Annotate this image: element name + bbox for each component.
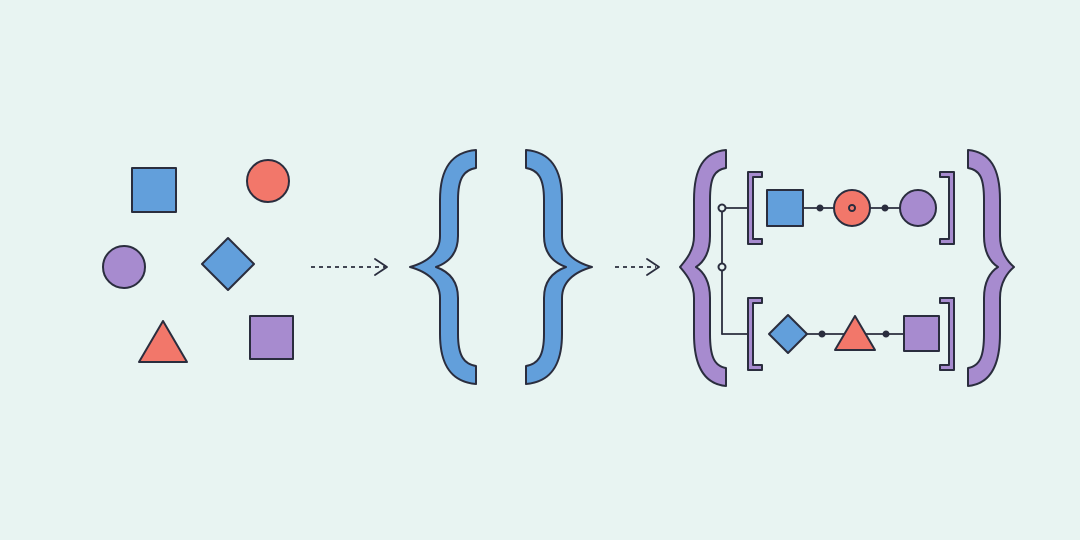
purple-circle-shape	[899, 189, 937, 227]
red-circle-shape	[246, 159, 290, 203]
organized-container-group	[679, 149, 1015, 387]
group-2	[747, 297, 955, 371]
red-triangle-shape	[138, 320, 188, 363]
blue-square-shape	[131, 167, 177, 213]
blue-diamond-shape	[201, 237, 255, 291]
connector-node-dot	[717, 203, 727, 213]
group-2-left-bracket-icon	[747, 297, 763, 371]
outer-right-curly-brace-icon	[967, 149, 1015, 387]
left-curly-brace-icon	[409, 149, 477, 385]
link-dot	[816, 204, 824, 212]
blue-square-shape	[766, 189, 804, 227]
center-node-dot	[848, 204, 856, 212]
dotted-arrow-1	[311, 258, 388, 276]
arrow-head-icon	[374, 258, 388, 276]
link-dot	[881, 204, 889, 212]
purple-square-shape	[903, 315, 940, 352]
tree-connector	[717, 203, 749, 335]
arrow-head-icon	[646, 258, 660, 276]
group-1-left-bracket-icon	[747, 171, 763, 245]
dotted-arrow-2	[615, 258, 660, 276]
blue-diamond-shape	[768, 314, 808, 354]
empty-container-group	[409, 149, 593, 385]
scattered-shapes-group	[102, 159, 294, 363]
group-2-right-bracket-icon	[939, 297, 955, 371]
group-1-right-bracket-icon	[939, 171, 955, 245]
link-dot	[882, 330, 890, 338]
group-1	[747, 171, 955, 245]
right-curly-brace-icon	[525, 149, 593, 385]
purple-circle-shape	[102, 245, 146, 289]
purple-square-shape	[249, 315, 294, 360]
outer-left-curly-brace-icon	[679, 149, 727, 387]
red-triangle-shape	[834, 315, 876, 351]
link-dot	[818, 330, 826, 338]
connector-node-dot	[717, 262, 727, 272]
